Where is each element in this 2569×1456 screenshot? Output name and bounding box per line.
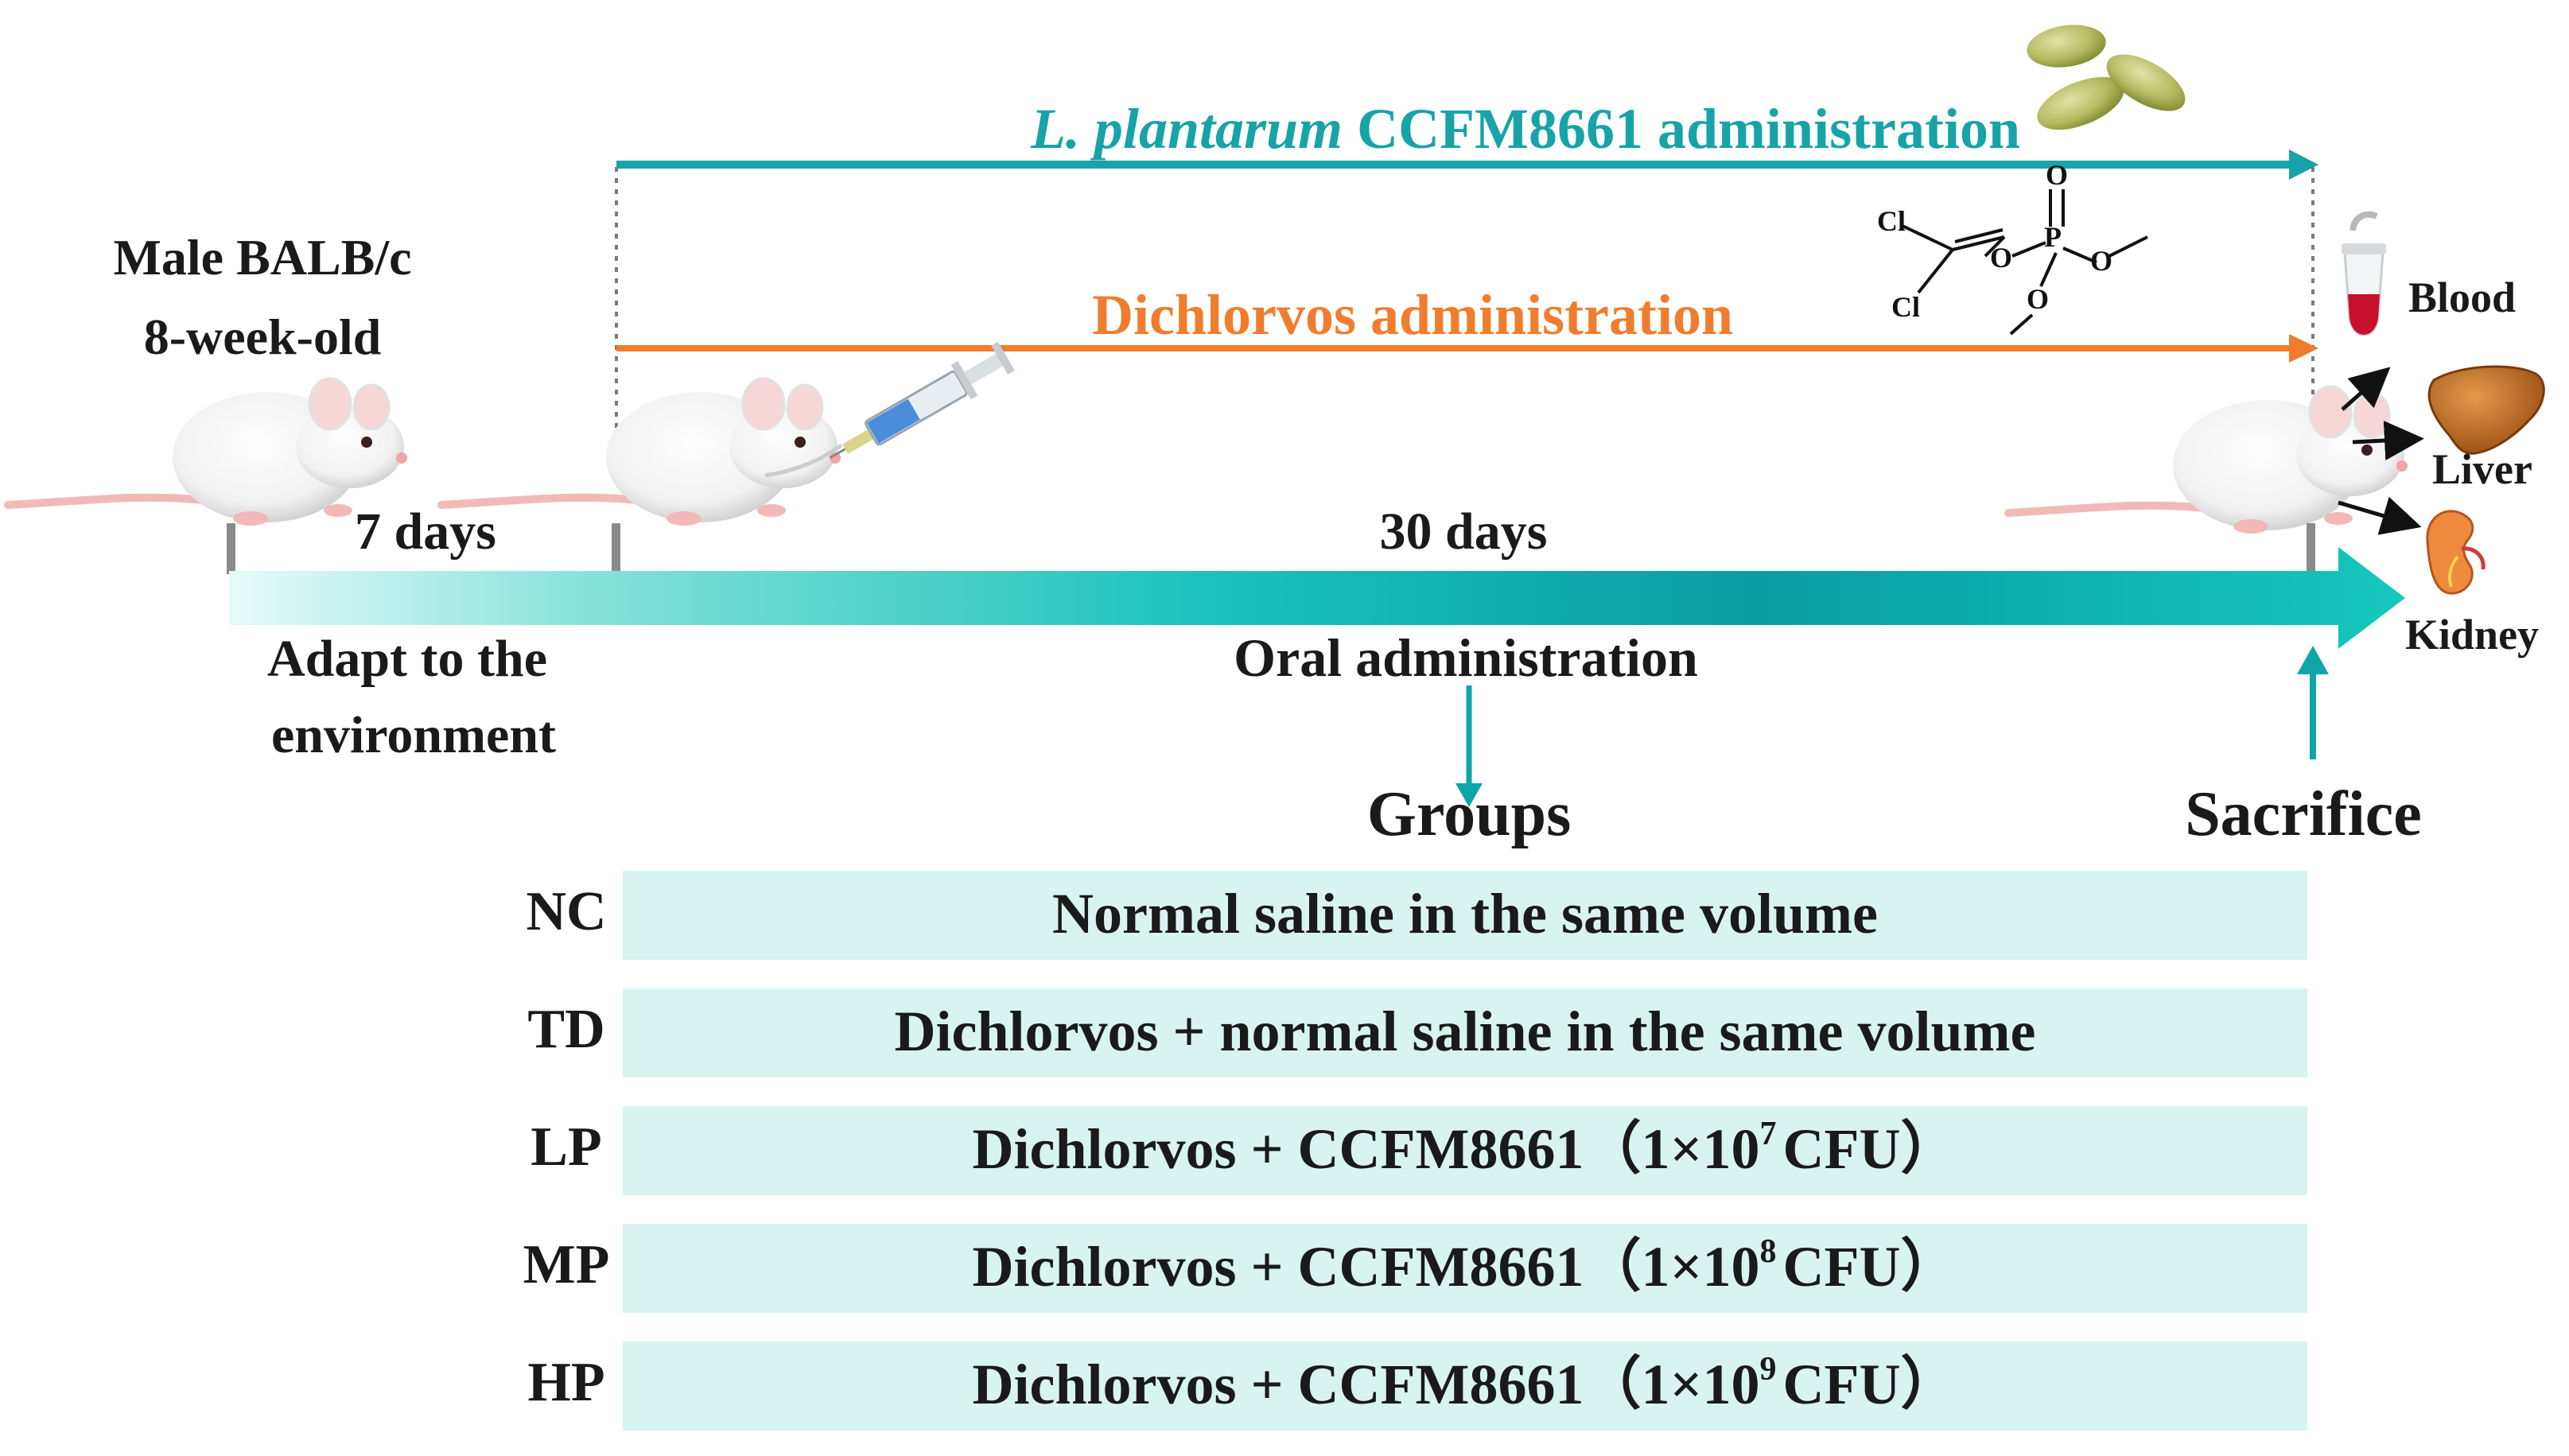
period-7-days: 7 days xyxy=(355,503,496,561)
groups-label: Groups xyxy=(1367,779,1571,849)
dichlorvos-administration-label: Dichlorvos administration xyxy=(1092,283,1733,347)
liver-icon xyxy=(2427,365,2545,455)
mouse-sacrifice-image xyxy=(2004,385,2408,534)
timeline-tick-start xyxy=(227,523,235,574)
group-description: Normal saline in the same volume xyxy=(1052,882,1878,945)
groups-pointer-head xyxy=(1456,783,1483,807)
phase-oral-administration: Oral administration xyxy=(1234,627,1698,688)
group-box xyxy=(623,1224,2307,1313)
phase-adapt-line2: environment xyxy=(271,706,556,764)
molecule-atom-o-right: O xyxy=(2090,245,2112,277)
group-row-td: TD Dichlorvos + normal saline in the same… xyxy=(527,988,2307,1077)
organ-blood-label: Blood xyxy=(2408,274,2516,321)
sacrifice-pointer-head xyxy=(2297,646,2329,674)
dichlorvos-molecule-icon xyxy=(1902,189,2148,336)
group-code: MP xyxy=(523,1234,610,1295)
molecule-atom-o-ester: O xyxy=(1990,242,2012,274)
blood-tube-icon xyxy=(2342,211,2386,336)
phase-adapt-line1: Adapt to the xyxy=(267,630,547,688)
group-box xyxy=(623,1341,2307,1431)
group-code: LP xyxy=(531,1116,601,1178)
molecule-atom-o-double: O xyxy=(2046,159,2068,191)
dose-exponent: 7 xyxy=(1759,1116,1776,1152)
group-code: HP xyxy=(527,1352,604,1413)
kidney-icon xyxy=(2426,510,2485,595)
organ-kidney-label: Kidney xyxy=(2405,611,2539,658)
group-row-nc: NC Normal saline in the same volume xyxy=(526,871,2307,960)
dose-exponent: 9 xyxy=(1759,1351,1776,1388)
timeline-tick-gavage xyxy=(612,523,620,574)
group-box xyxy=(623,988,2307,1077)
group-code: TD xyxy=(527,999,604,1060)
subject-line2: 8-week-old xyxy=(144,309,382,365)
syringe-icon xyxy=(764,341,1015,478)
molecule-atom-cl-top: Cl xyxy=(1877,205,1906,237)
group-box xyxy=(623,871,2307,960)
lp-administration-label: L. plantarum CCFM8661 administration xyxy=(1030,97,2020,161)
lp-species-italic: L. plantarum xyxy=(1030,97,1343,161)
dichlorvos-arrow-head xyxy=(2289,334,2318,363)
timeline-tick-sacrifice xyxy=(2307,523,2315,574)
liver-pointer-arrow xyxy=(2352,421,2424,460)
group-code: NC xyxy=(526,881,606,942)
subject-line1: Male BALB/c xyxy=(113,229,411,285)
timeline-arrow xyxy=(229,547,2405,649)
dose-exponent: 8 xyxy=(1759,1233,1776,1270)
lp-arrow-head xyxy=(2289,149,2318,180)
blood-pointer-arrow xyxy=(2341,367,2391,411)
group-box xyxy=(623,1106,2307,1195)
molecule-atom-o-down: O xyxy=(2027,283,2049,315)
molecule-atom-p: P xyxy=(2044,221,2062,253)
organ-liver-label: Liver xyxy=(2432,445,2532,493)
lp-strain-text: CCFM8661 administration xyxy=(1343,97,2020,161)
mouse-gavage-image xyxy=(437,377,841,526)
mouse-adaptation-image xyxy=(4,377,407,526)
molecule-atom-cl-bottom: Cl xyxy=(1891,291,1920,323)
kidney-pointer-arrow xyxy=(2338,496,2422,535)
sacrifice-label: Sacrifice xyxy=(2185,779,2422,849)
group-description: Dichlorvos + normal saline in the same v… xyxy=(895,1000,2036,1063)
period-30-days: 30 days xyxy=(1380,503,1548,561)
bacteria-icon xyxy=(2027,25,2186,130)
